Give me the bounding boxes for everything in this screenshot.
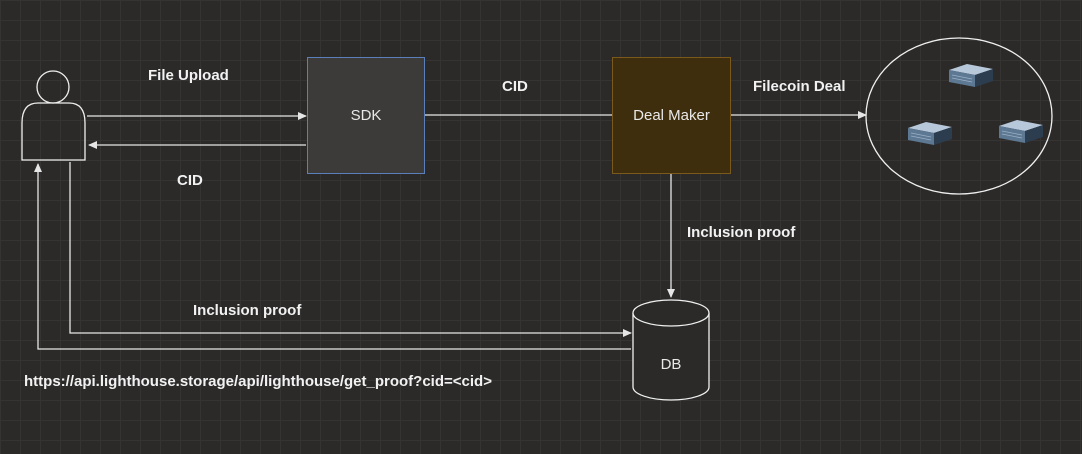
filecoin-deal-label: Filecoin Deal — [753, 78, 846, 95]
file-upload-label: File Upload — [148, 67, 229, 84]
cid-forward-label: CID — [502, 78, 528, 95]
inclusion-proof-user-label: Inclusion proof — [193, 302, 302, 319]
deal-maker-node[interactable]: Deal Maker — [612, 57, 731, 174]
server-icon — [908, 122, 952, 145]
server-icon — [999, 120, 1043, 143]
storage-network-ellipse — [865, 37, 1053, 195]
db-label: DB — [660, 356, 682, 373]
db-cylinder — [632, 299, 710, 401]
proof-url-label: https://api.lighthouse.storage/api/light… — [24, 373, 492, 390]
cid-return-label: CID — [177, 172, 203, 189]
edge-proof-url — [34, 163, 631, 350]
edge-inclusion-proof-user — [69, 162, 632, 337]
deal-maker-label: Deal Maker — [633, 107, 710, 124]
user-icon — [21, 70, 86, 161]
sdk-label: SDK — [350, 107, 382, 124]
inclusion-proof-down-label: Inclusion proof — [687, 224, 796, 241]
server-icon — [949, 64, 993, 87]
sdk-node[interactable]: SDK — [307, 57, 425, 174]
